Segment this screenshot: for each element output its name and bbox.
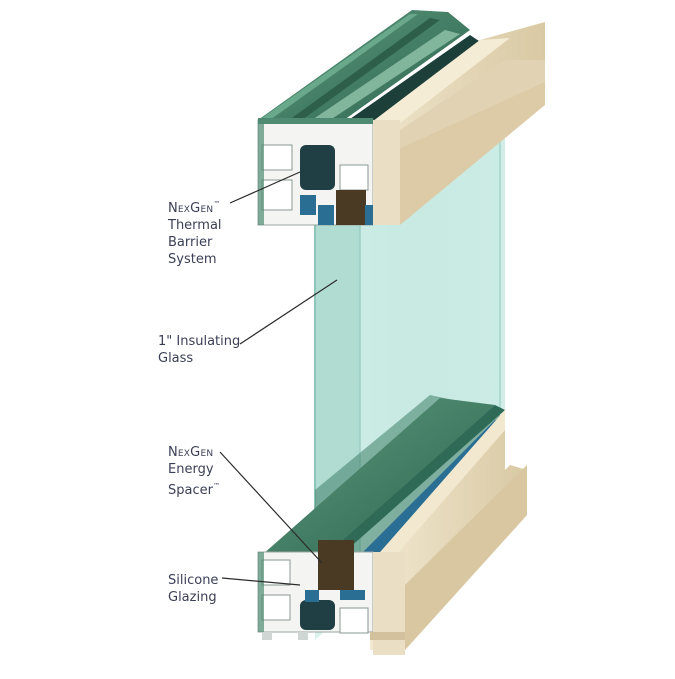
callout-text: NexGen [168, 201, 214, 216]
trademark-symbol: ™ [213, 200, 221, 208]
leader-lines [219, 171, 338, 586]
leader-energy-spacer [219, 451, 323, 564]
head-frame [257, 10, 545, 226]
callout-text: Spacer [168, 483, 213, 498]
callout-text: Energy [168, 462, 214, 477]
callout-text: NexGen [168, 445, 214, 460]
callout-energy-spacer: NexGen Energy Spacer™ [168, 444, 220, 499]
leader-silicone-glazing [221, 577, 301, 586]
sill-frame [257, 398, 527, 655]
callout-text: Glazing [168, 590, 217, 605]
trademark-symbol: ™ [212, 482, 220, 490]
callout-text: Barrier [168, 235, 213, 250]
callout-insulating-glass: 1" Insulating Glass [158, 333, 240, 367]
callout-thermal-barrier: NexGen™ Thermal Barrier System [168, 196, 222, 268]
callout-text: Thermal [168, 218, 222, 233]
callout-text: Silicone [168, 573, 219, 588]
leader-thermal-barrier [229, 171, 301, 204]
callout-text: Glass [158, 351, 194, 366]
callout-text: 1" Insulating [158, 334, 241, 349]
callout-silicone-glazing: Silicone Glazing [168, 572, 218, 606]
leader-insulating-glass [239, 279, 338, 345]
callout-line: Spacer™ [168, 478, 220, 499]
callout-line: NexGen™ [168, 196, 222, 217]
callout-text: System [168, 252, 217, 267]
